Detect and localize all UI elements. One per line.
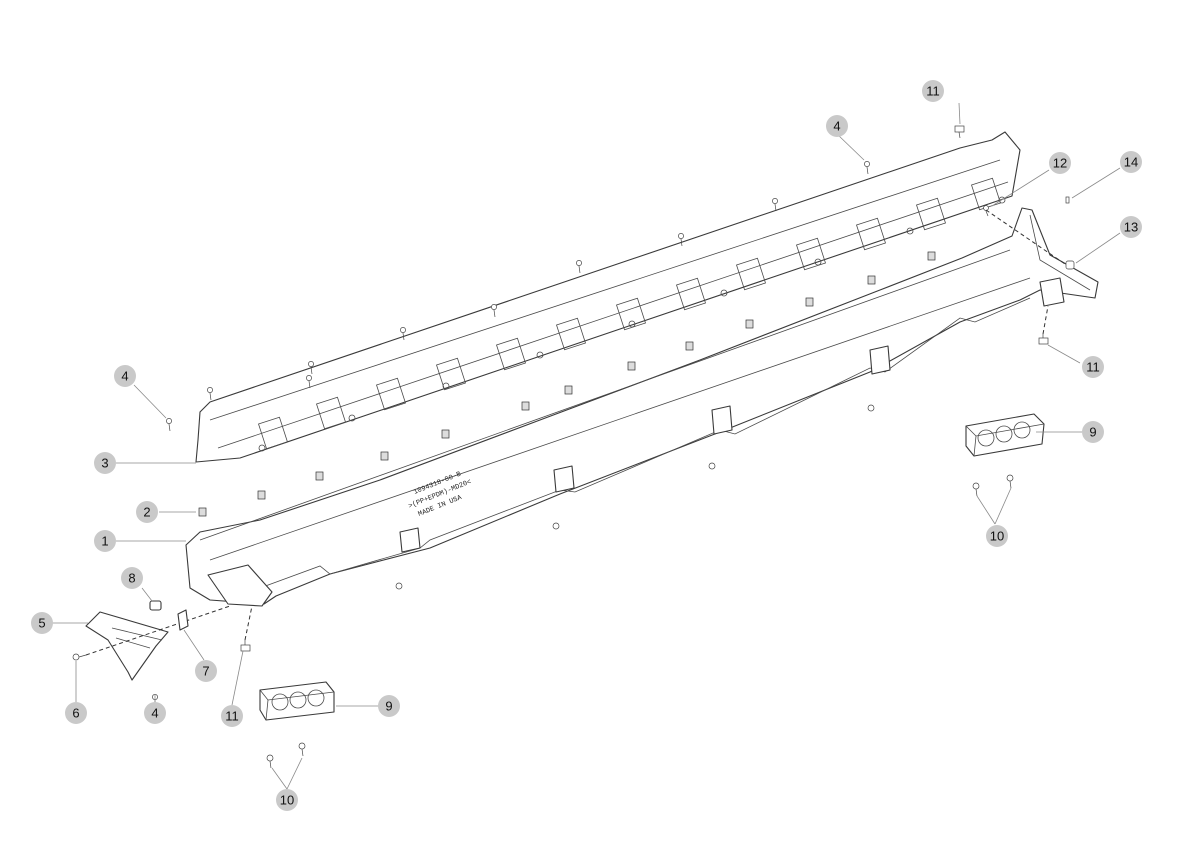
- flange-bolts: [240, 125, 1049, 652]
- callout-8: 8: [121, 567, 143, 589]
- mounting-bracket: [177, 609, 189, 631]
- svg-text:4: 4: [151, 706, 158, 721]
- rail-screws: [152, 161, 870, 710]
- callout-11a: 11: [922, 80, 944, 102]
- svg-text:6: 6: [72, 706, 79, 721]
- callout-9a: 9: [1082, 421, 1104, 443]
- svg-text:13: 13: [1124, 220, 1138, 235]
- assembly-line: [1042, 305, 1049, 335]
- svg-text:9: 9: [385, 699, 392, 714]
- callout-2: 2: [136, 501, 158, 523]
- svg-text:11: 11: [1086, 360, 1100, 375]
- svg-text:10: 10: [280, 793, 294, 808]
- svg-text:1: 1: [101, 534, 108, 549]
- end-cap-screw: [72, 653, 87, 661]
- callout-6: 6: [65, 702, 87, 724]
- callout-7: 7: [195, 660, 217, 682]
- assembly-line: [244, 605, 253, 641]
- svg-text:9: 9: [1089, 425, 1096, 440]
- callout-4c: 4: [144, 702, 166, 724]
- jack-pad-left: [259, 681, 335, 721]
- jack-pad-pins: [266, 474, 1014, 769]
- clip-nut: [149, 600, 162, 611]
- rear-fasteners: [983, 196, 1075, 270]
- svg-text:5: 5: [38, 616, 45, 631]
- callout-4b: 4: [826, 115, 848, 137]
- svg-text:11: 11: [225, 709, 239, 724]
- callout-10b: 10: [276, 789, 298, 811]
- jack-pad-right: [965, 413, 1045, 457]
- svg-text:3: 3: [101, 456, 108, 471]
- assembly-line: [85, 605, 231, 656]
- svg-text:4: 4: [121, 369, 128, 384]
- svg-text:2: 2: [143, 505, 150, 520]
- svg-text:4: 4: [833, 119, 840, 134]
- callout-10a: 10: [986, 525, 1008, 547]
- svg-text:10: 10: [990, 529, 1004, 544]
- end-cap-flap: [85, 611, 169, 681]
- main-lower-trim: [185, 207, 1099, 607]
- svg-text:12: 12: [1053, 156, 1067, 171]
- callout-1: 1: [94, 530, 116, 552]
- callout-9b: 9: [378, 695, 400, 717]
- upper-mounting-rail: [195, 131, 1021, 463]
- callout-13: 13: [1120, 216, 1142, 238]
- callout-3: 3: [94, 452, 116, 474]
- leader-lines: [52, 102, 1121, 790]
- retaining-clips: [198, 251, 936, 517]
- callout-11c: 11: [221, 705, 243, 727]
- svg-text:11: 11: [926, 84, 940, 99]
- svg-text:7: 7: [202, 664, 209, 679]
- callout-5: 5: [31, 612, 53, 634]
- callout-14: 14: [1120, 151, 1142, 173]
- callout-12: 12: [1049, 152, 1071, 174]
- svg-text:8: 8: [128, 571, 135, 586]
- callout-4a: 4: [114, 365, 136, 387]
- svg-text:14: 14: [1124, 155, 1138, 170]
- callout-11b: 11: [1082, 356, 1104, 378]
